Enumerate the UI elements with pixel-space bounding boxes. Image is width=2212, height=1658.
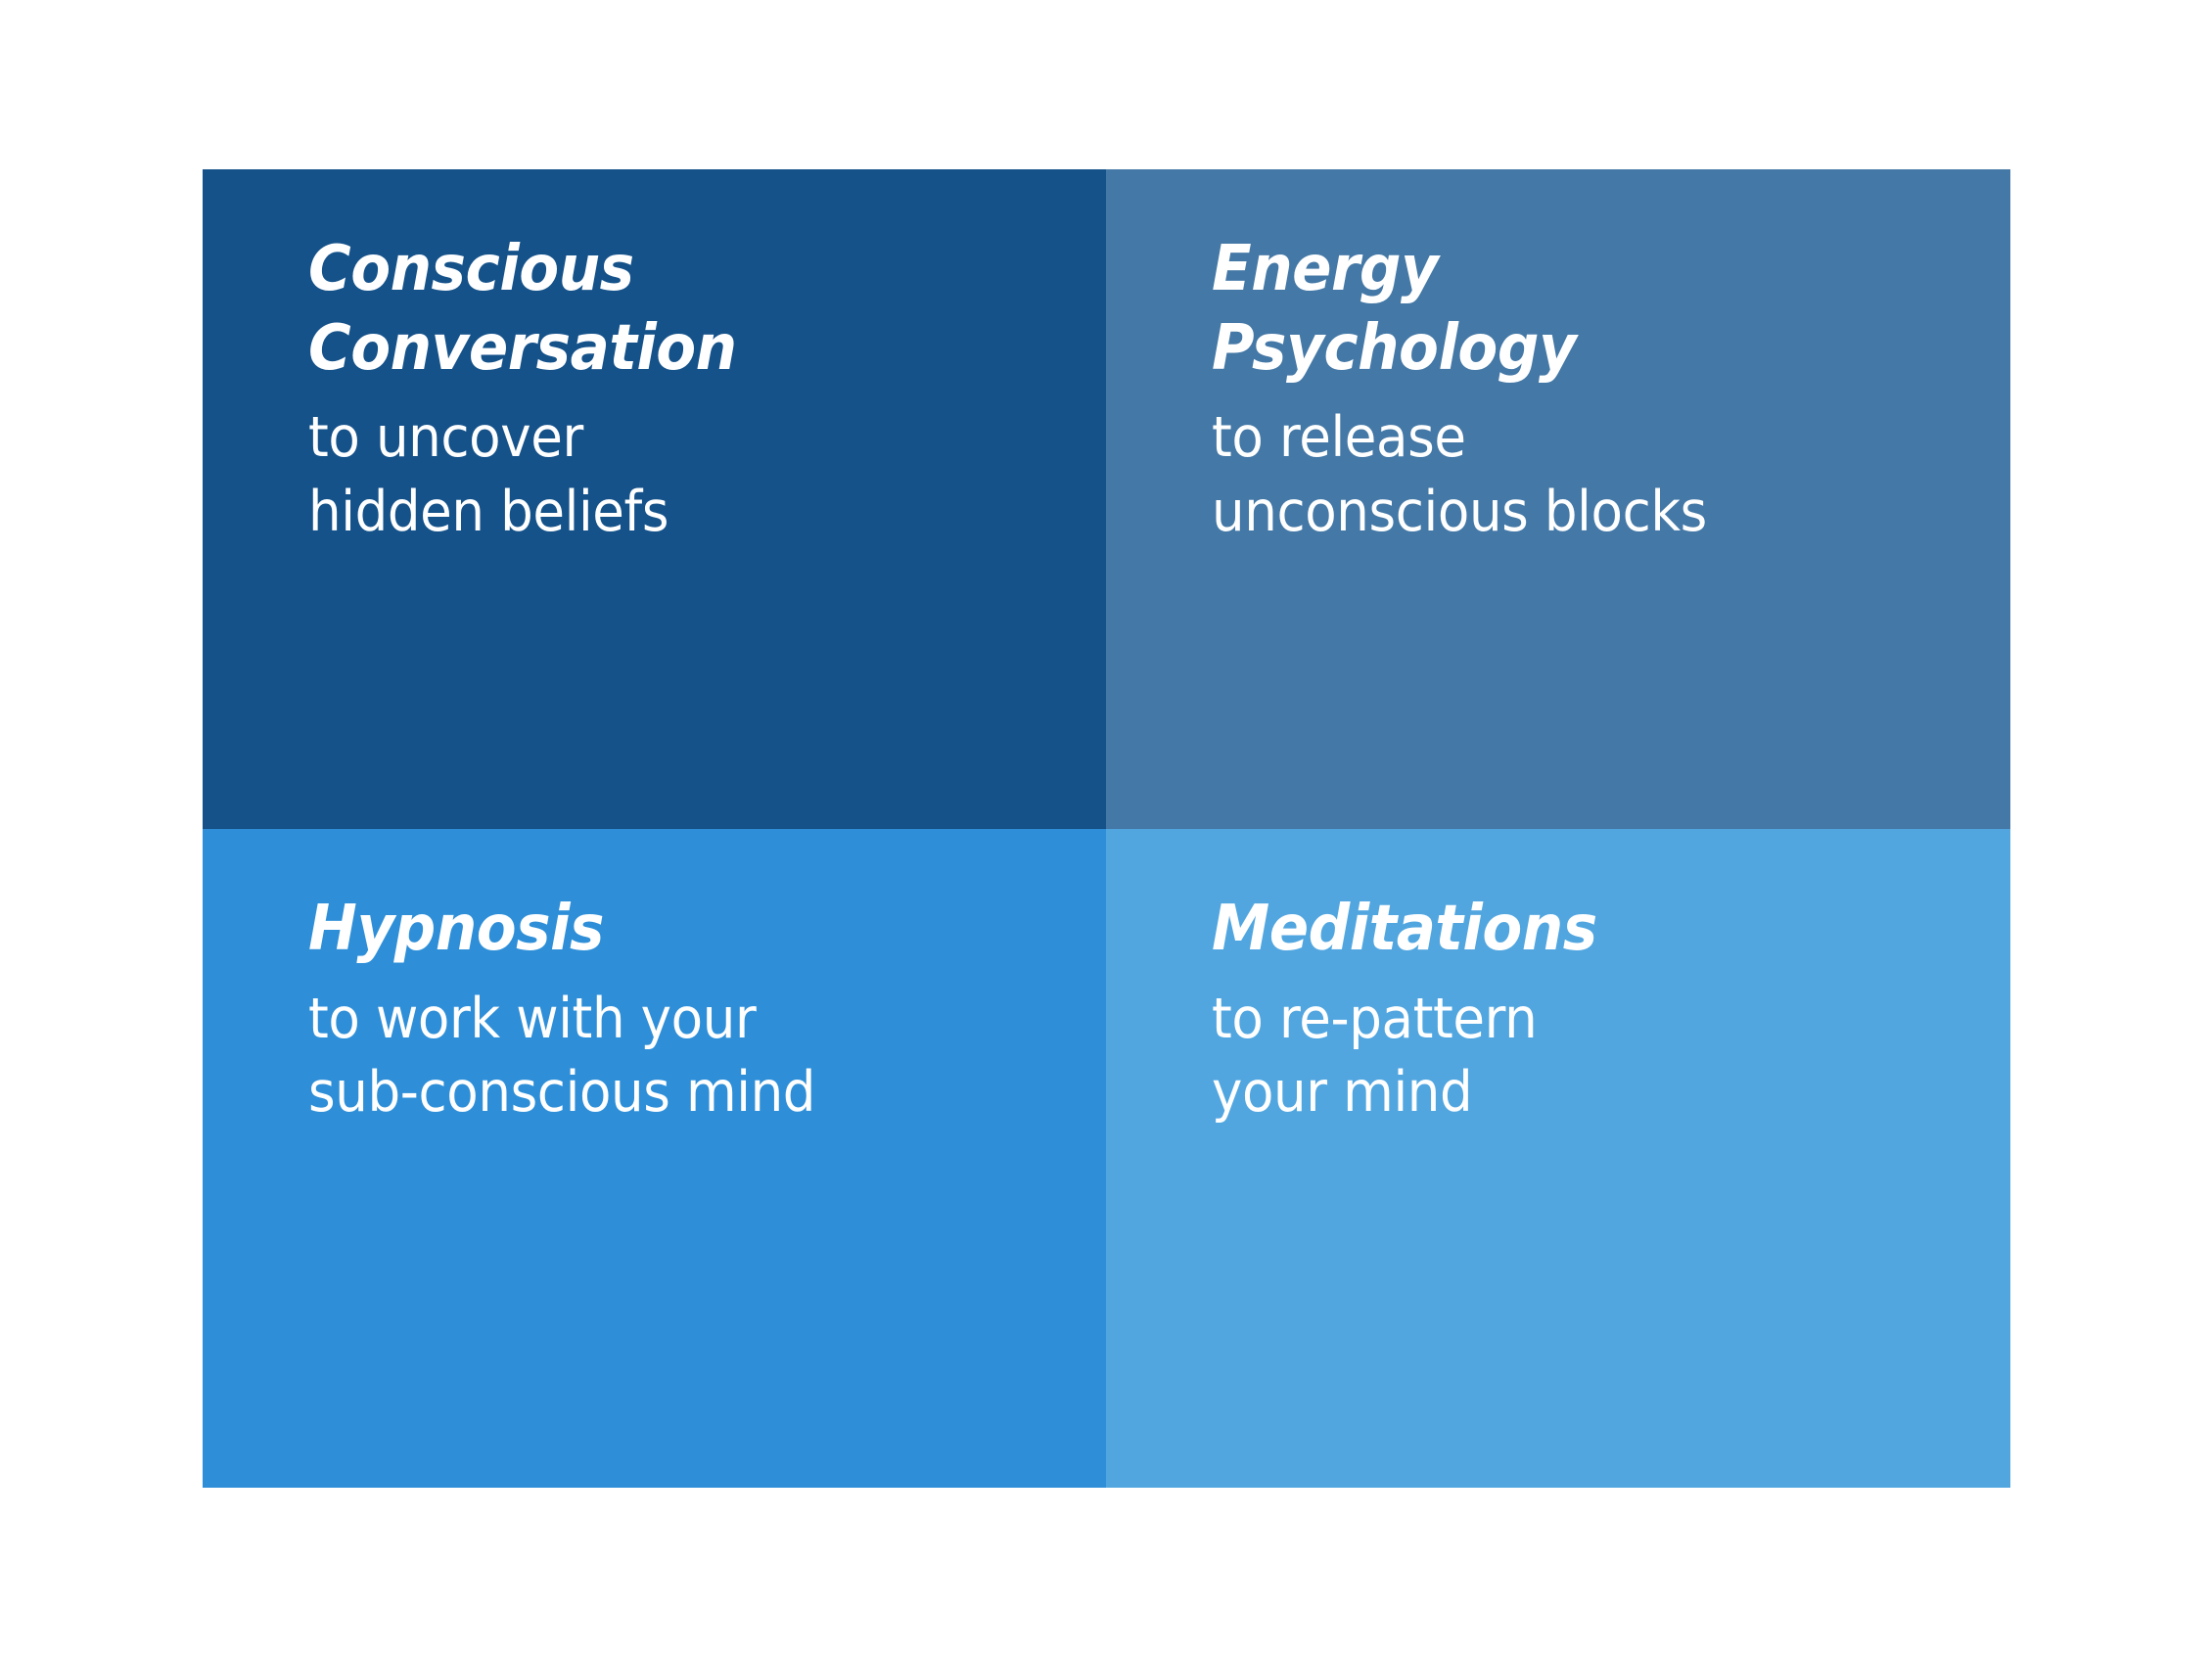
cell-body-hypnosis: to work with your sub-conscious mind <box>308 986 816 1126</box>
cell-heading-meditations: Meditations <box>1212 893 1597 965</box>
cell-body-conscious-conversation: to uncover hidden beliefs <box>308 405 669 545</box>
grid-cell-conscious-conversation[interactable]: Conscious Conversation to uncover hidden… <box>203 169 1106 829</box>
cell-body-energy-psychology: to release unconscious blocks <box>1212 405 1707 545</box>
modalities-grid: Conscious Conversation to uncover hidden… <box>203 169 2010 1488</box>
grid-cell-meditations[interactable]: Meditations to re-pattern your mind <box>1106 829 2010 1488</box>
grid-cell-energy-psychology[interactable]: Energy Psychology to release unconscious… <box>1106 169 2010 829</box>
grid-cell-hypnosis[interactable]: Hypnosis to work with your sub-conscious… <box>203 829 1106 1488</box>
cell-body-meditations: to re-pattern your mind <box>1212 986 1538 1126</box>
cell-heading-energy-psychology: Energy Psychology <box>1212 233 1577 385</box>
cell-heading-conscious-conversation: Conscious Conversation <box>308 233 737 385</box>
cell-heading-hypnosis: Hypnosis <box>308 893 605 965</box>
